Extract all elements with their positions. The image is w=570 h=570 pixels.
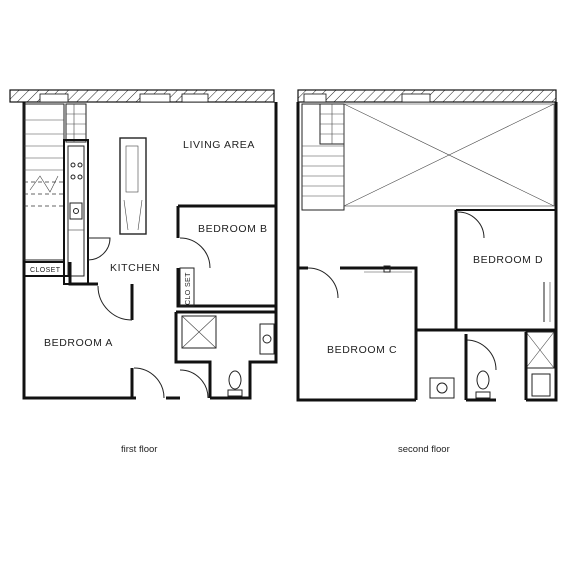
second-floor-plan: [296, 89, 558, 402]
second-floor-stair: [301, 103, 345, 211]
second-floor-caption: second floor: [398, 444, 450, 455]
first-floor-stair: [23, 103, 87, 261]
kitchen-island: [119, 137, 147, 235]
bedroom-c-walls: [298, 265, 497, 400]
closet-label: CLOSET: [30, 267, 61, 274]
first-floor-caption: first floor: [121, 444, 157, 455]
clo-set-label: CLO SET: [185, 272, 192, 305]
bedroom-b-door: [179, 237, 211, 269]
second-floor-east-wall: [526, 102, 558, 402]
bedroom-d-label: BEDROOM D: [473, 254, 543, 266]
kitchen-door: [87, 237, 111, 261]
second-floor-bathroom: [429, 331, 555, 400]
bedroom-b-label: BEDROOM B: [198, 223, 268, 235]
kitchen-label: KITCHEN: [110, 262, 160, 274]
first-floor-plan: [9, 89, 278, 400]
living-area-label: LIVING AREA: [183, 139, 255, 151]
bedroom-a-label: BEDROOM A: [44, 337, 113, 349]
kitchen-counter: [63, 139, 89, 285]
open-to-below: [343, 103, 555, 207]
first-floor-bathroom: [174, 310, 276, 399]
second-floor-west-wall: [296, 102, 416, 402]
first-floor-east-wall: [210, 102, 278, 400]
bedroom-c-label: BEDROOM C: [327, 344, 397, 356]
bedroom-a-door: [97, 285, 133, 321]
